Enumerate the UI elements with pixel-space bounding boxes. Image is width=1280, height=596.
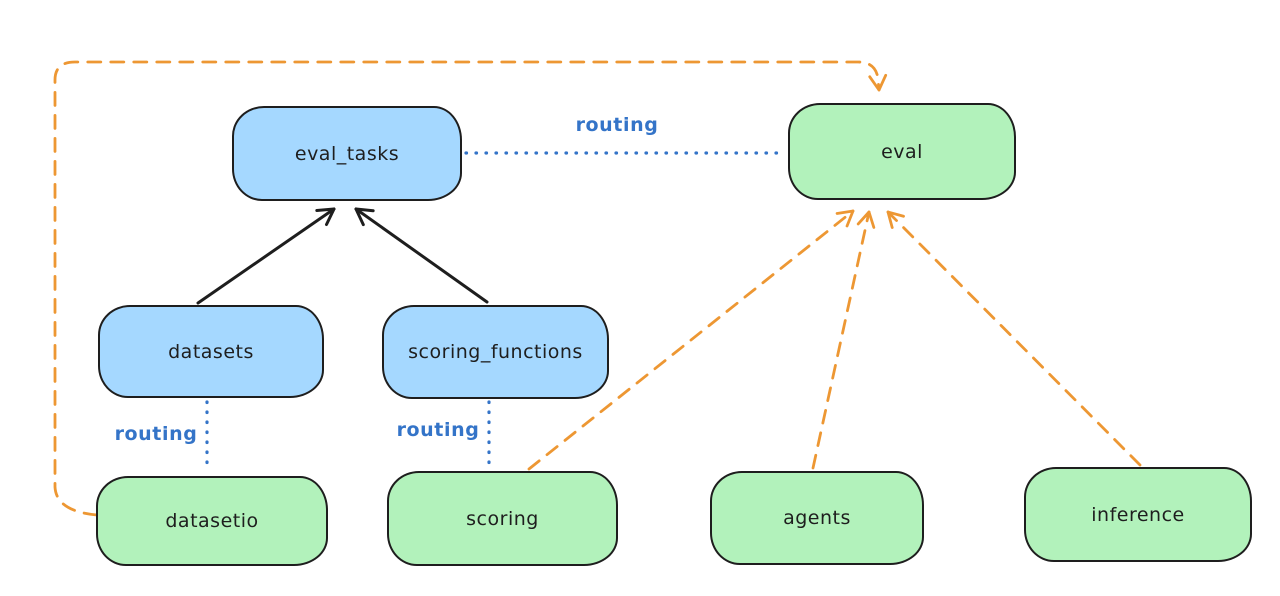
node-scoring-functions: scoring_functions	[382, 305, 609, 399]
node-eval-tasks: eval_tasks	[232, 106, 462, 201]
routing-label-eval-tasks-eval: routing	[575, 114, 659, 136]
node-inference: inference	[1024, 467, 1252, 562]
node-eval-tasks-label: eval_tasks	[294, 142, 400, 165]
edge-scoring-functions-to-eval-tasks	[354, 207, 489, 304]
edge-scoring-to-eval	[527, 209, 855, 471]
node-scoring: scoring	[387, 471, 618, 566]
routing-label-scoring-functions-scoring: routing	[396, 419, 480, 441]
routing-label-datasets-datasetio: routing	[114, 423, 198, 445]
node-scoring-label: scoring	[466, 507, 539, 530]
node-inference-label: inference	[1091, 503, 1185, 526]
node-datasetio-label: datasetio	[165, 510, 259, 532]
edge-datasets-to-eval-tasks	[196, 207, 336, 305]
edge-inference-to-eval	[886, 210, 1142, 467]
node-agents: agents	[710, 471, 924, 565]
node-datasets-label: datasets	[168, 340, 254, 363]
edge-datasetio-to-eval	[53, 60, 888, 517]
node-datasets: datasets	[98, 305, 324, 398]
node-scoring-functions-label: scoring_functions	[408, 341, 583, 363]
node-agents-label: agents	[783, 507, 851, 529]
node-datasetio: datasetio	[96, 476, 328, 566]
edge-agents-to-eval	[811, 210, 876, 470]
node-eval-label: eval	[881, 140, 923, 163]
node-eval: eval	[788, 103, 1016, 200]
